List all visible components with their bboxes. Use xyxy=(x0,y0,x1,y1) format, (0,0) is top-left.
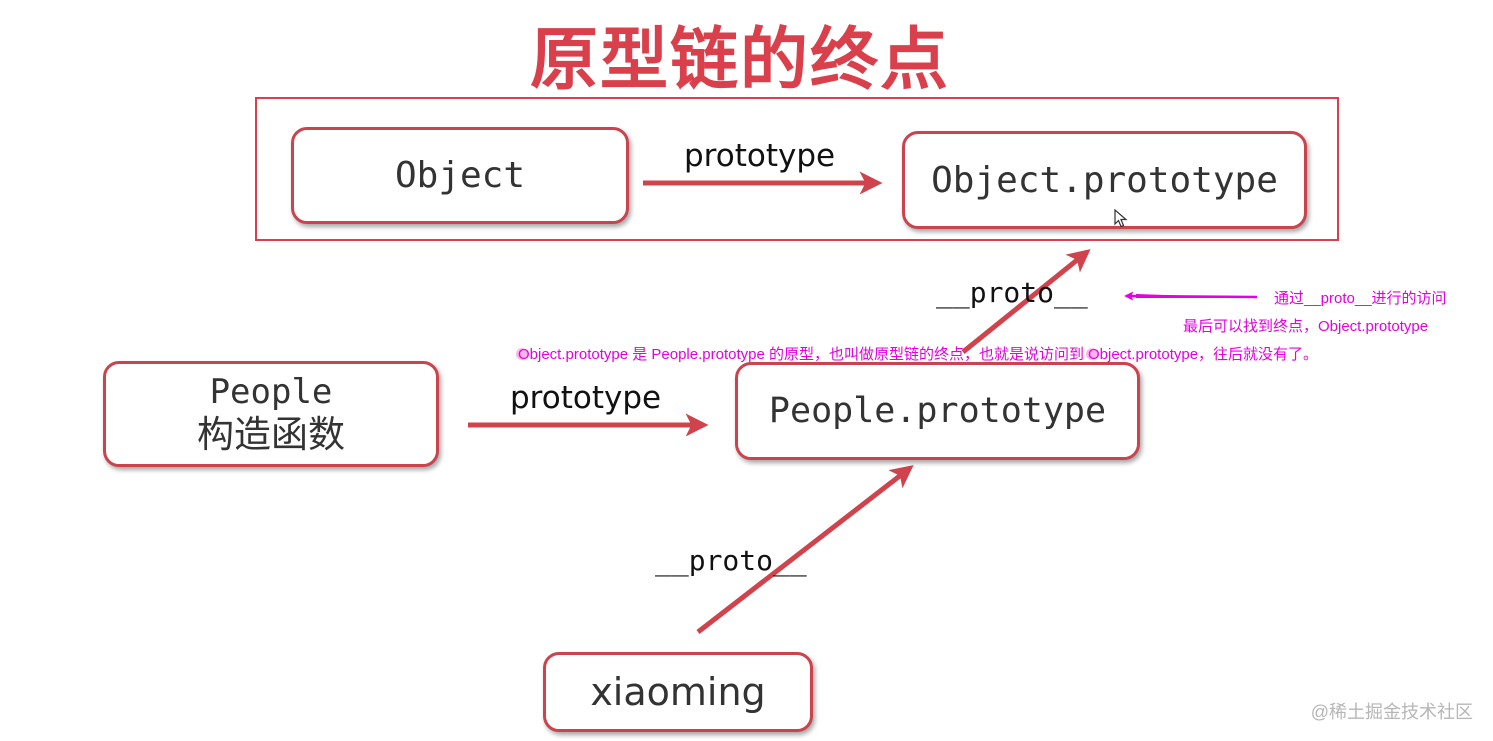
node-people-subtitle: 构造函数 xyxy=(197,413,345,456)
node-xiaoming-label: xiaoming xyxy=(590,670,766,714)
cursor-highlight-icon xyxy=(1085,348,1098,360)
node-xiaoming: xiaoming xyxy=(543,652,813,732)
watermark: @稀土掘金技术社区 xyxy=(1310,702,1473,722)
node-people-prototype: People.prototype xyxy=(735,362,1140,460)
endpoint-highlight-frame xyxy=(255,97,1339,241)
endpoint-note: Object.prototype 是 People.prototype 的原型，… xyxy=(516,343,1318,364)
access-note-line2: 最后可以找到终点，Object.prototype xyxy=(1183,318,1429,335)
edge-label-proto-upper: __proto__ xyxy=(936,276,1088,309)
access-note-line1: 通过__proto__进行的访问 xyxy=(1274,290,1447,307)
endpoint-note-part1: Object.prototype 是 People.prototype 的原型，… xyxy=(518,346,1084,363)
edge-label-object-prototype: prototype xyxy=(684,138,836,174)
arrow-xiaoming-to-people-prototype xyxy=(696,465,914,634)
node-people-prototype-label: People.prototype xyxy=(768,391,1107,431)
node-object-label: Object xyxy=(394,155,526,196)
node-people: People 构造函数 xyxy=(103,361,439,467)
endpoint-note-part2: Object.prototype，往后就没有了。 xyxy=(1087,346,1319,363)
node-object-prototype: Object.prototype xyxy=(902,131,1307,229)
edge-label-proto-lower: __proto__ xyxy=(655,544,807,577)
mouse-cursor-icon xyxy=(1114,209,1128,228)
page-title: 原型链的终点 xyxy=(529,22,950,98)
cursor-highlight-icon xyxy=(516,348,528,360)
edge-label-people-prototype: prototype xyxy=(510,380,662,416)
arrow-people-prototype-to-object-prototype xyxy=(961,249,1091,354)
node-object: Object xyxy=(291,127,629,224)
node-object-prototype-label: Object.prototype xyxy=(931,159,1278,201)
node-people-label: People xyxy=(209,372,333,412)
